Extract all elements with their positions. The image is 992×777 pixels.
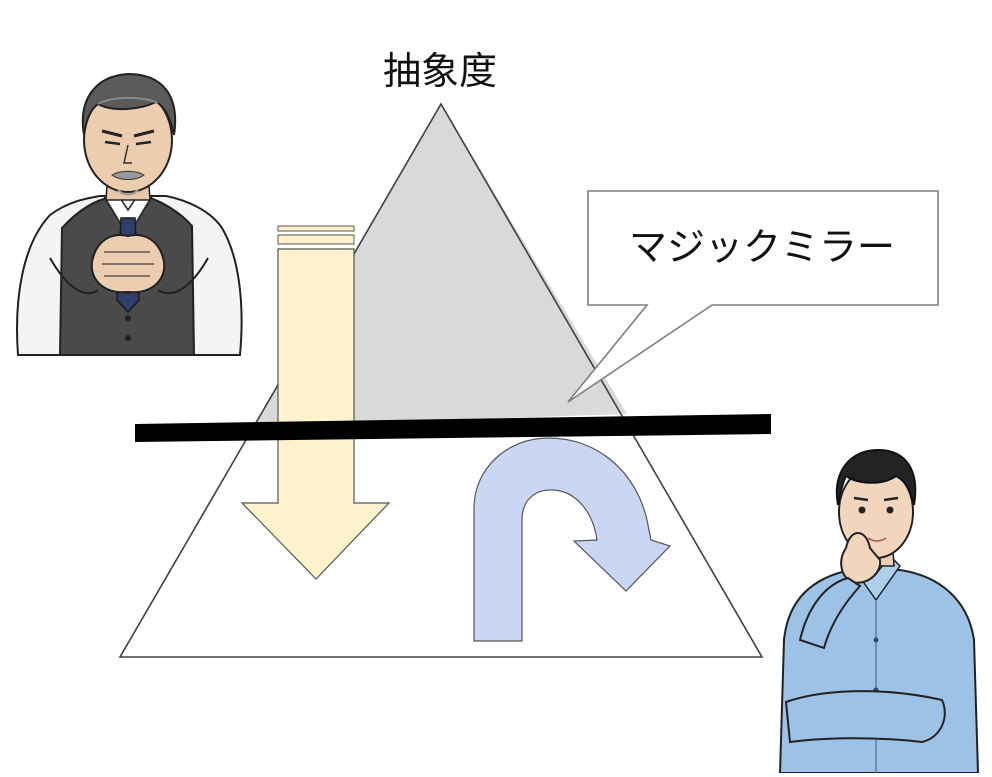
- abstraction-label: 抽象度: [383, 49, 497, 93]
- magic-mirror-bar: [135, 414, 771, 442]
- magic-mirror-callout: [567, 190, 939, 403]
- downward-arrow: [240, 225, 391, 580]
- young-man-illustration: [778, 448, 980, 774]
- older-man-illustration: [16, 72, 243, 356]
- magic-mirror-label: マジックミラー: [629, 225, 895, 269]
